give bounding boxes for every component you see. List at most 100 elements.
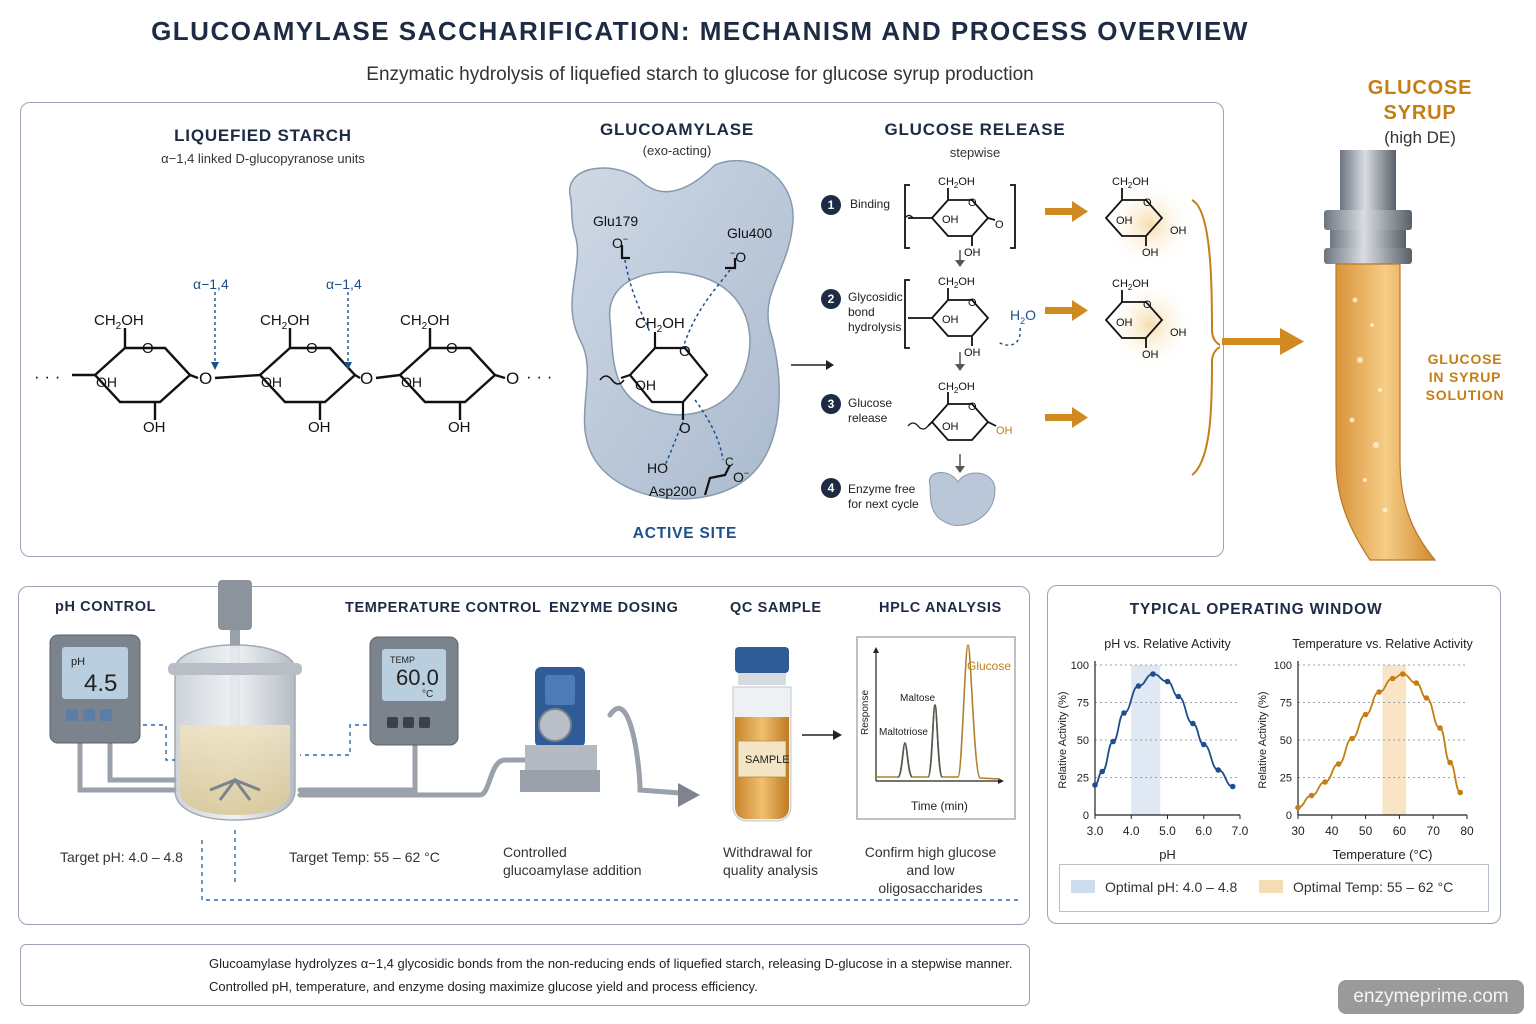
ph-data-point [1215,767,1222,773]
ph-data-point [1135,683,1142,689]
legend-ph-text: Optimal pH: 4.0 – 4.8 [1105,879,1238,895]
ph-ytick-label: 75 [1077,698,1089,710]
svg-text:O: O [679,420,691,437]
page-title: GLUCOAMYLASE SACCHARIFICATION: MECHANISM… [151,16,1249,46]
svg-text:OH: OH [1142,247,1159,259]
temp-ytick-label: 0 [1286,810,1292,822]
temp-control-header: TEMPERATURE CONTROL [345,600,542,616]
temp-data-point [1295,804,1301,811]
process-equipment-diagram: pH 4.5 TEMP 60.0 °C SAMPLE Response Time… [49,580,1020,901]
hplc-analysis-header: HPLC ANALYSIS [879,600,1002,616]
bond-label-1: α−1,4 [193,276,229,292]
temp-ylabel: Relative Activity (%) [1257,691,1269,788]
ring3-oh-bottom: OH [448,419,471,436]
chain-dots-right: · · · [526,367,552,386]
step-1-badge: 1 [821,195,841,215]
starch-title: LIQUEFIED STARCH [174,126,352,145]
svg-text:CH2OH: CH2OH [1112,176,1149,190]
ph-ytick-label: 50 [1077,735,1089,747]
ring3-oh-left: OH [401,374,422,390]
starch-chain-diagram: α−1,4 α−1,4 CH2OH CH2OH CH2OH O O O OH O… [34,276,552,436]
hplc-text: Confirm high glucose and low oligosaccha… [864,844,997,896]
ring2-oh-bottom: OH [308,419,331,436]
syrup-title: GLUCOSE SYRUP [1367,77,1473,124]
legend-temp-text: Optimal Temp: 55 – 62 °C [1293,879,1454,895]
svg-text:CH2OH: CH2OH [938,381,975,395]
ph-meter-unit: pH [71,656,85,668]
svg-text:OH: OH [1170,327,1187,339]
ho-label: HO [647,460,668,476]
step-3-label: Glucose release [848,396,893,425]
step-1-label: Binding [850,197,891,211]
hplc-xlabel: Time (min) [911,799,968,813]
step-4-badge: 4 [821,478,841,498]
svg-text:O: O [1143,197,1152,209]
ph-chart-title: pH vs. Relative Activity [1104,637,1231,651]
ph-data-point [1164,678,1171,685]
temp-ytick-label: 25 [1280,773,1292,785]
qc-text: Withdrawal for quality analysis [723,844,818,878]
svg-text:O: O [679,343,691,360]
ph-ylabel: Relative Activity (%) [1057,691,1069,788]
ph-data-point [1229,783,1236,790]
step-2-label: Glycosidic bond hydrolysis [848,290,903,334]
legend-ph-swatch [1071,880,1095,893]
step-3-badge: 3 [821,394,841,414]
temp-data-point [1362,711,1369,718]
temp-data-point [1349,735,1355,742]
legend-temp-swatch [1259,880,1283,893]
ring2-ch2oh: CH2OH [260,312,310,332]
temp-xtick-label: 30 [1291,824,1305,838]
enzyme-title: GLUCOAMYLASE [599,120,755,139]
active-site-label: ACTIVE SITE [632,525,738,542]
page-subtitle: Enzymatic hydrolysis of liquefied starch… [366,64,1034,85]
ph-meter-value: 4.5 [84,670,117,697]
ring1-oh-left: OH [96,374,117,390]
svg-text:OH: OH [635,377,656,393]
svg-text:OH: OH [1116,317,1133,329]
hplc-peak-maltose: Maltose [900,693,935,704]
svg-text:O: O [968,401,977,413]
link-o-1: O [199,369,212,388]
dosing-text: Controlled glucoamylase addition [503,844,642,878]
svg-text:OH: OH [942,214,959,226]
ph-xlabel: pH [1159,847,1176,862]
ph-control-header: pH CONTROL [55,599,157,615]
temp-meter-value: 60.0 [396,665,439,690]
temp-xtick-label: 60 [1393,824,1407,838]
enzyme-dosing-header: ENZYME DOSING [549,600,679,616]
temp-xtick-label: 70 [1427,824,1441,838]
temp-chart-title: Temperature vs. Relative Activity [1292,637,1473,651]
svg-text:OH: OH [942,314,959,326]
temp-data-point [1457,789,1464,796]
glu179-label: Glu179 [593,213,638,229]
ph-xtick-label: 4.0 [1123,824,1140,838]
ph-xtick-label: 3.0 [1087,824,1104,838]
release-subtitle: stepwise [949,145,1001,160]
temp-data-point [1308,792,1315,799]
hplc-ylabel: Response [860,690,871,735]
ph-ytick-label: 0 [1083,810,1089,822]
ph-target-text: Target pH: 4.0 – 4.8 [60,849,183,865]
svg-text:O: O [968,297,977,309]
syrup-solution-label: GLUCOSE IN SYRUP SOLUTION [1425,351,1505,403]
temp-data-point [1376,689,1382,695]
summary-box [20,944,1030,1006]
ring1-oh-bottom: OH [143,419,166,436]
release-title: GLUCOSE RELEASE [884,120,1066,139]
temp-ytick-label: 50 [1280,735,1292,747]
svg-text:CH2OH: CH2OH [635,315,685,335]
temp-data-point [1437,725,1443,731]
ph-ytick-label: 25 [1077,773,1089,785]
ph-data-point [1110,738,1116,745]
watermark: enzymeprime.com [1338,980,1524,1014]
ring3-ch2oh: CH2OH [400,312,450,332]
qc-sample-header: QC SAMPLE [730,600,822,616]
svg-text:OH: OH [964,347,981,359]
temp-meter-deg: °C [422,689,433,700]
hplc-peak-maltotriose: Maltotriose [879,727,928,738]
temp-data-point [1413,680,1420,686]
ph-xtick-label: 6.0 [1195,824,1212,838]
